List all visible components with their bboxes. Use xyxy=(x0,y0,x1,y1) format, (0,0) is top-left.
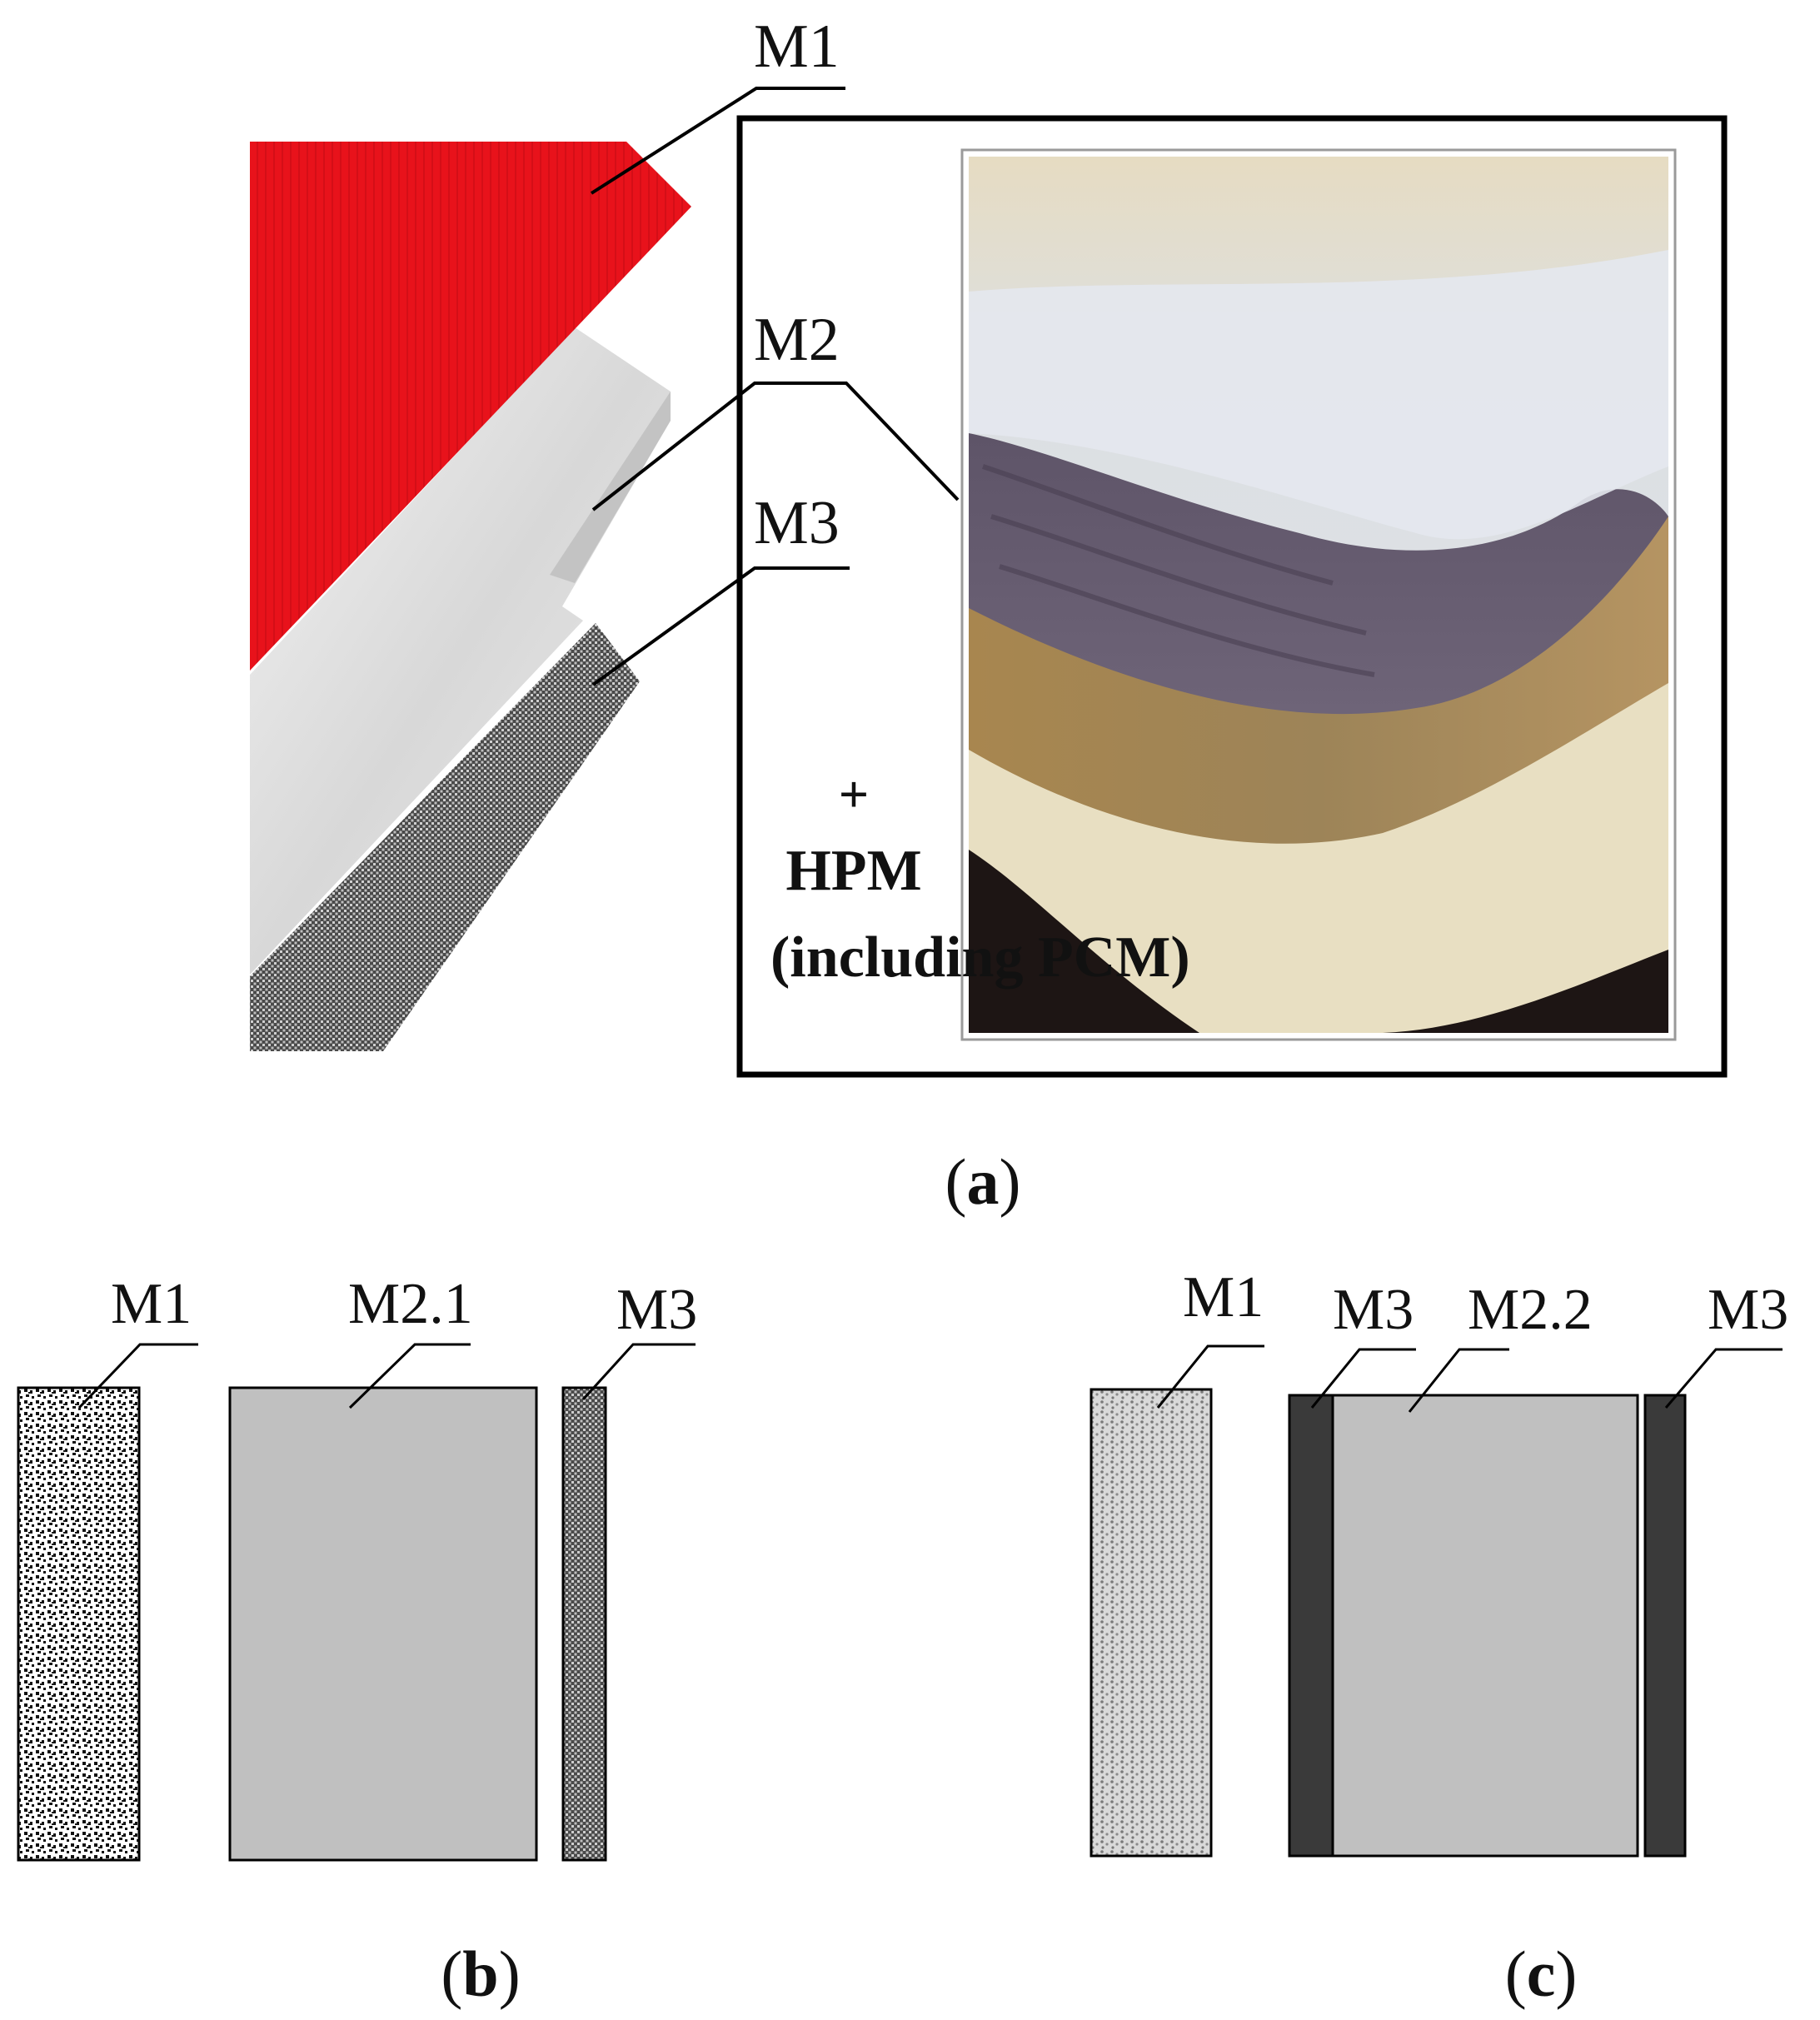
inset-plus-sign: + xyxy=(839,765,869,824)
panel-c: M1 M3 M2.2 M3 (c) xyxy=(1090,1265,1788,2010)
caption-c: (c) xyxy=(1505,1938,1578,2010)
m1-leader xyxy=(590,87,845,195)
m2-foam-shadow xyxy=(550,392,671,583)
m3-left-block xyxy=(1288,1394,1334,1858)
caption-b: (b) xyxy=(441,1938,520,2010)
m21-block xyxy=(228,1386,538,1862)
label-m3-a: M3 xyxy=(754,489,840,557)
inset-pcm-label: (including PCM) xyxy=(770,925,1190,990)
m3-leader xyxy=(591,566,850,686)
label-m22: M2.2 xyxy=(1468,1278,1593,1342)
cross-section-photo xyxy=(969,157,1668,1033)
label-m1-c: M1 xyxy=(1183,1265,1264,1329)
m2-foam-layer xyxy=(250,327,671,975)
m1-red-layer xyxy=(250,142,691,671)
leader-lines-a xyxy=(590,87,960,686)
panel-b: M1 M2.1 M3 (b) xyxy=(17,1272,697,2010)
layered-sample-illustration xyxy=(250,142,691,1051)
m1-leader-c xyxy=(1156,1344,1264,1409)
label-m3-b: M3 xyxy=(616,1278,697,1342)
caption-a: (a) xyxy=(945,1145,1021,1218)
m3-right-leader xyxy=(1664,1348,1783,1409)
m1-leader-b xyxy=(77,1343,198,1409)
label-m2-a: M2 xyxy=(754,306,840,374)
label-m1-a: M1 xyxy=(754,12,840,81)
leader-lines-c xyxy=(1156,1344,1783,1413)
m3-right-block xyxy=(1643,1394,1687,1858)
m3-block-b xyxy=(561,1386,607,1862)
m1-block-b xyxy=(17,1386,141,1862)
label-m3-right: M3 xyxy=(1708,1278,1788,1342)
label-m3-left: M3 xyxy=(1333,1278,1414,1342)
label-m21: M2.1 xyxy=(348,1272,473,1336)
m22-block xyxy=(1331,1394,1639,1858)
m3-mesh-layer xyxy=(250,623,640,1051)
inset-hpm-label: HPM xyxy=(785,839,921,903)
m3-left-leader xyxy=(1310,1348,1416,1409)
m3-leader-b xyxy=(581,1343,696,1401)
m21-leader xyxy=(348,1343,471,1409)
label-m1-b: M1 xyxy=(111,1272,192,1336)
photo-border xyxy=(960,148,1677,1041)
m22-leader xyxy=(1408,1348,1509,1413)
panel-a: M1 M2 M3 + HPM (including PCM) (a) xyxy=(250,12,1728,1218)
m2-leader xyxy=(591,382,960,511)
m1-block-c xyxy=(1090,1388,1213,1858)
leader-lines-b xyxy=(77,1343,696,1409)
